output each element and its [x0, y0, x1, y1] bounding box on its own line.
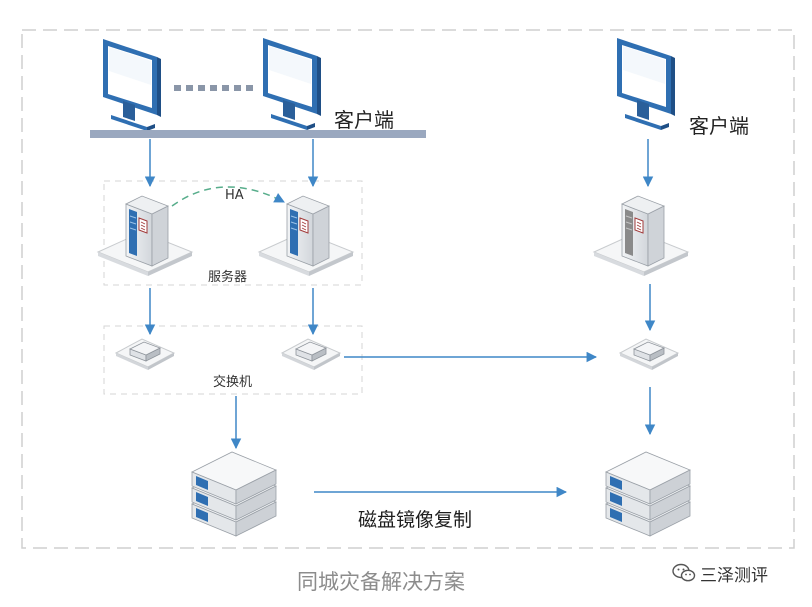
label-ha: HA — [225, 188, 244, 203]
label-disk-mirror: 磁盘镜像复制 — [358, 509, 473, 531]
watermark-name: 三泽测评 — [700, 566, 768, 586]
server-group-frame — [103, 180, 363, 286]
wechat-icon — [672, 563, 696, 582]
switch-icon — [115, 338, 175, 371]
server-icon — [258, 195, 354, 277]
switch-icon — [281, 338, 341, 371]
label-server: 服务器 — [208, 270, 248, 285]
storage-icon — [191, 451, 277, 537]
server-icon — [97, 195, 193, 277]
watermark: 三泽测评 — [672, 561, 797, 586]
switch-group-frame — [103, 325, 363, 395]
label-switch: 交换机 — [213, 375, 253, 390]
label-client-right: 客户端 — [689, 114, 749, 138]
label-client-left: 客户端 — [334, 108, 394, 132]
server-icon — [593, 195, 689, 277]
monitor-ellipsis — [174, 85, 253, 91]
storage-icon — [605, 451, 691, 537]
switch-icon — [619, 338, 679, 371]
diagram-caption: 同城灾备解决方案 — [297, 570, 465, 594]
client-bus-bar — [90, 130, 426, 138]
outer-frame — [21, 29, 795, 549]
monitor-icon — [263, 38, 321, 130]
monitor-icon — [103, 39, 161, 131]
ha-link — [171, 186, 285, 207]
monitor-icon — [617, 38, 675, 130]
